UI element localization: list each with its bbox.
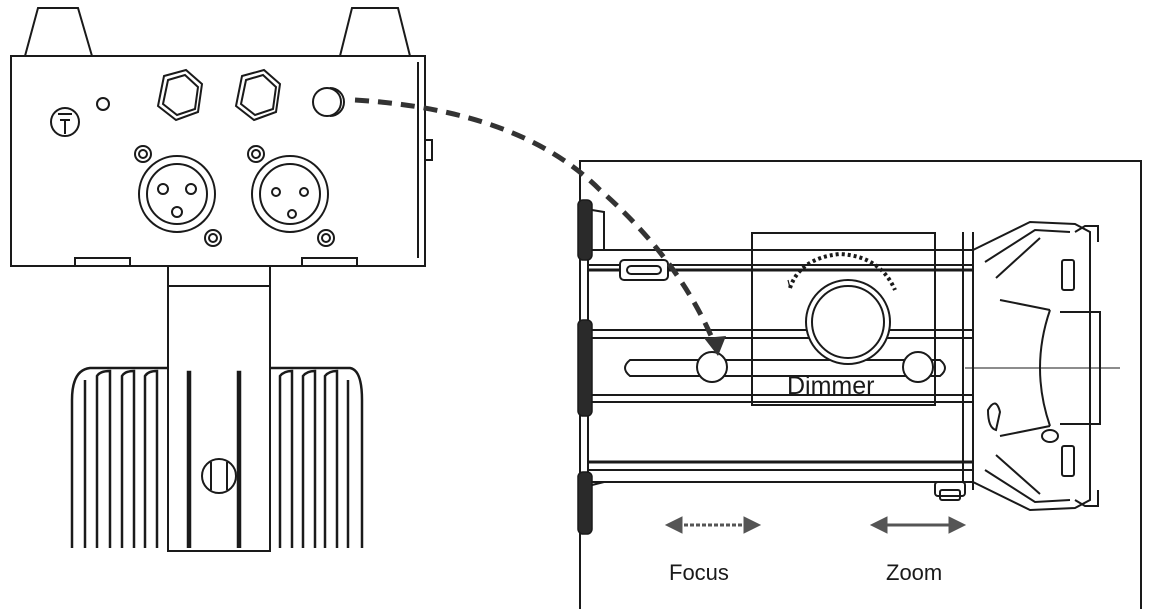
connection-dashed-arrow (354, 97, 718, 346)
yoke-tab-left (24, 7, 93, 57)
dimmer-knob (805, 279, 891, 365)
zoom-label: Zoom (886, 560, 942, 585)
cable-gland-left (156, 68, 204, 122)
xlr-input-connector (134, 145, 222, 247)
front-lens-assembly (972, 220, 1101, 512)
zoom-arrow (869, 516, 967, 534)
focus-label: Focus (669, 560, 729, 585)
zoom-handle (902, 351, 934, 383)
side-view-inset: Dimmer Focus Zoom (577, 160, 1142, 609)
focus-handle (696, 351, 728, 383)
dimmer-knob-small (312, 87, 342, 117)
tilt-lock-knob (201, 458, 237, 494)
ground-icon (50, 107, 80, 137)
fixture-rear-view (10, 7, 433, 552)
dimmer-label: Dimmer (787, 372, 875, 400)
connection-arrowhead (704, 336, 726, 356)
focus-zoom-slot (624, 359, 946, 377)
heatsink (70, 366, 364, 548)
cable-gland-right (234, 68, 282, 122)
screw-icon (96, 97, 110, 111)
yoke-tab-right (339, 7, 411, 57)
xlr-output-connector (247, 145, 335, 247)
rear-knobs (577, 199, 593, 535)
focus-arrow (664, 516, 762, 534)
connector-box (10, 55, 426, 267)
dimmer-box (751, 232, 936, 406)
yoke-stem (167, 265, 271, 552)
